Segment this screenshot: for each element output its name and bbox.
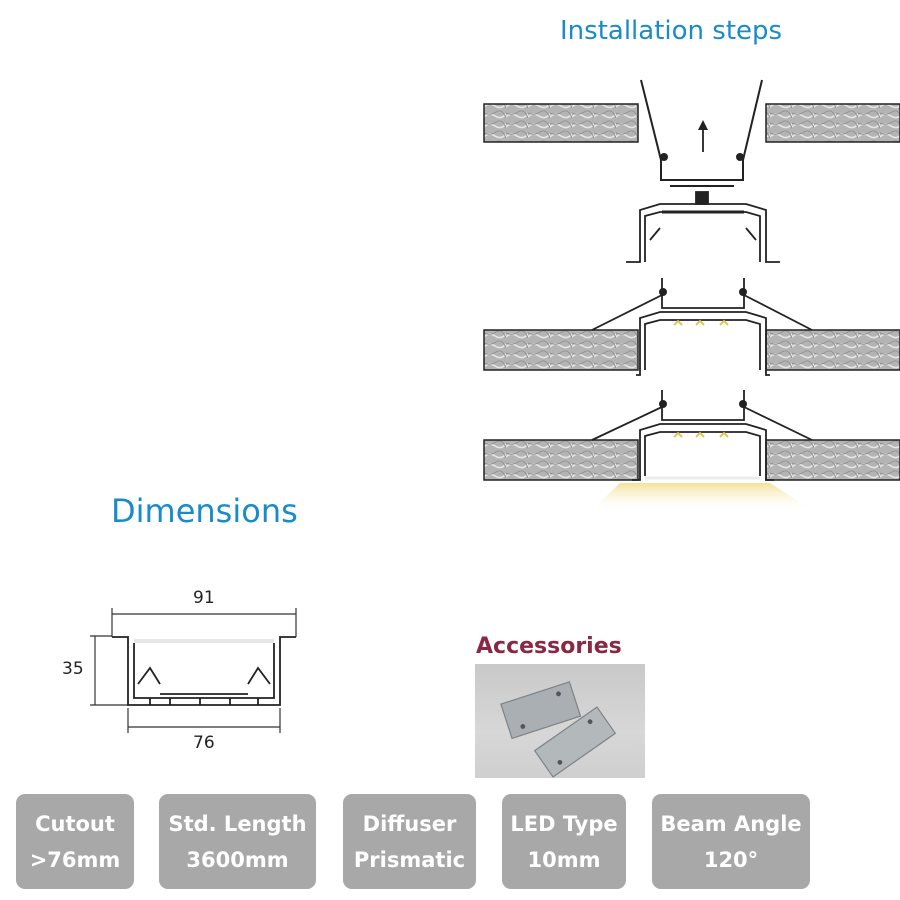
step-1-insert-profile: [483, 79, 900, 187]
step-2-profile: [626, 191, 780, 263]
accessories-title: Accessories: [476, 634, 622, 659]
spec-std-length: Std. Length 3600mm: [159, 794, 316, 889]
spec-label: Beam Angle: [660, 811, 802, 836]
installation-steps-title: Installation steps: [560, 16, 783, 46]
spec-value: 10mm: [527, 847, 601, 872]
spec-label: Std. Length: [168, 811, 307, 836]
spec-label: Diffuser: [362, 811, 457, 836]
up-arrow-icon: [698, 120, 708, 152]
dimension-width-bottom: 76: [193, 733, 215, 753]
profile-section-outline: [112, 636, 296, 706]
step-4-installed-with-light: [483, 390, 900, 512]
spec-label: LED Type: [510, 811, 618, 836]
spec-value: >76mm: [29, 847, 121, 872]
spec-label: Cutout: [35, 811, 115, 836]
spec-diffuser: Diffuser Prismatic: [343, 794, 476, 889]
end-cap-plates-icon: [500, 681, 617, 778]
spec-value: 3600mm: [186, 847, 289, 872]
installation-steps-diagram: [483, 79, 900, 512]
spec-beam-angle: Beam Angle 120°: [652, 794, 810, 889]
spec-led-type: LED Type 10mm: [502, 794, 626, 889]
accessories-photo: [475, 664, 645, 778]
spec-cutout: Cutout >76mm: [16, 794, 134, 889]
dimension-width-top: 91: [193, 588, 215, 608]
spec-value: 120°: [703, 847, 759, 872]
step-3-spring-clips: [483, 278, 900, 376]
spec-value: Prismatic: [353, 847, 466, 872]
dimension-height: 35: [62, 659, 84, 679]
dimensions-title: Dimensions: [111, 492, 298, 530]
